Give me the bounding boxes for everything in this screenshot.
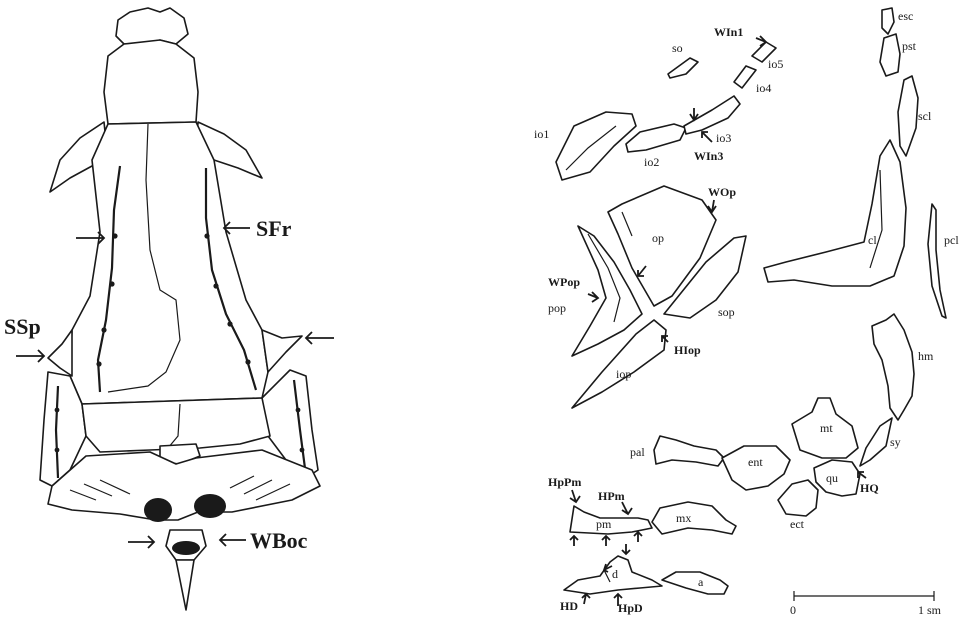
foramen-right <box>194 494 226 518</box>
label-pst: pst <box>902 39 917 53</box>
label-pop: pop <box>548 301 566 315</box>
pm-arrow-under-left <box>570 536 578 546</box>
label-qu: qu <box>826 471 838 485</box>
basioccipital-condyle <box>172 541 200 555</box>
label-pal: pal <box>630 445 645 459</box>
label-scl: scl <box>918 109 932 123</box>
parietal-band <box>82 398 270 452</box>
label-io4: io4 <box>756 81 771 95</box>
sphenotic-left <box>48 330 72 376</box>
label-io3: io3 <box>716 131 731 145</box>
label-hiop: HIop <box>674 343 701 357</box>
hppm-arrow <box>570 490 580 502</box>
sfr-label: SFr <box>256 216 292 241</box>
hpm-arrow <box>622 502 632 514</box>
label-hd: HD <box>560 599 578 613</box>
scale-bar-start: 0 <box>790 603 796 617</box>
bone-pcl <box>928 204 946 318</box>
win3-arrow <box>702 132 712 142</box>
sfr-arrow-right <box>224 222 250 234</box>
label-cl: cl <box>868 233 877 247</box>
wboc-arrow-left <box>128 536 154 548</box>
ethmoid-region <box>104 40 198 124</box>
ssp-arrow-right <box>306 332 334 344</box>
bone-hm <box>872 314 914 420</box>
bone-sy <box>860 418 892 466</box>
hd-arrow <box>582 594 590 604</box>
d-arrow-top <box>622 544 630 554</box>
bone-mx <box>652 502 736 534</box>
label-io1: io1 <box>534 127 549 141</box>
bone-io3 <box>684 96 740 134</box>
label-pcl: pcl <box>944 233 959 247</box>
label-esc: esc <box>898 9 913 23</box>
bone-esc <box>882 8 894 34</box>
scale-bar: 0 1 sm <box>790 591 942 617</box>
bone-io2 <box>626 124 686 152</box>
bone-io4 <box>734 66 756 88</box>
bone-a <box>662 572 728 594</box>
bone-pst <box>880 34 900 76</box>
pm-arrow-under-mid <box>602 536 610 546</box>
label-a: a <box>698 575 704 589</box>
label-hq: HQ <box>860 481 879 495</box>
label-io5: io5 <box>768 57 783 71</box>
label-io2: io2 <box>644 155 659 169</box>
bone-so <box>668 58 698 78</box>
label-wpop: WPop <box>548 275 580 289</box>
label-mx: mx <box>676 511 691 525</box>
label-sop: sop <box>718 305 735 319</box>
label-pm: pm <box>596 517 612 531</box>
label-wop: WOp <box>708 185 736 199</box>
label-mt: mt <box>820 421 833 435</box>
label-iop: iop <box>616 367 631 381</box>
ssp-label: SSp <box>4 314 41 339</box>
label-hpm: HPm <box>598 489 625 503</box>
label-so: so <box>672 41 683 55</box>
label-d: d <box>612 567 618 581</box>
label-hm: hm <box>918 349 934 363</box>
bone-pal <box>654 436 724 466</box>
bone-scl <box>898 76 918 156</box>
skull-dorsal-view: SFr SSp WBoc <box>4 8 334 610</box>
disarticulated-bones: esc pst scl so WIn1 io5 io4 io1 io2 io3 … <box>534 8 959 617</box>
label-sy: sy <box>890 435 901 449</box>
sphenotic-right <box>262 330 302 372</box>
bone-ect <box>778 480 818 516</box>
parasphenoid-tip <box>176 560 194 610</box>
pm-arrow-under-right <box>634 532 642 542</box>
label-win3: WIn3 <box>694 149 723 163</box>
bone-io1 <box>556 112 636 180</box>
foramen-left <box>144 498 172 522</box>
ssp-arrow-left <box>16 350 44 362</box>
wboc-arrow-right <box>220 534 246 546</box>
label-ent: ent <box>748 455 763 469</box>
bone-cl <box>764 140 906 286</box>
scale-bar-end: 1 sm <box>918 603 942 617</box>
sfr-arrow-left <box>76 232 104 244</box>
label-hpd: HpD <box>618 601 643 615</box>
label-ect: ect <box>790 517 805 531</box>
label-win1: WIn1 <box>714 25 743 39</box>
label-op: op <box>652 231 664 245</box>
wpop-arrow <box>588 292 598 302</box>
wboc-label: WBoc <box>250 528 308 553</box>
snout-tip <box>116 8 188 44</box>
label-hppm: HpPm <box>548 475 581 489</box>
